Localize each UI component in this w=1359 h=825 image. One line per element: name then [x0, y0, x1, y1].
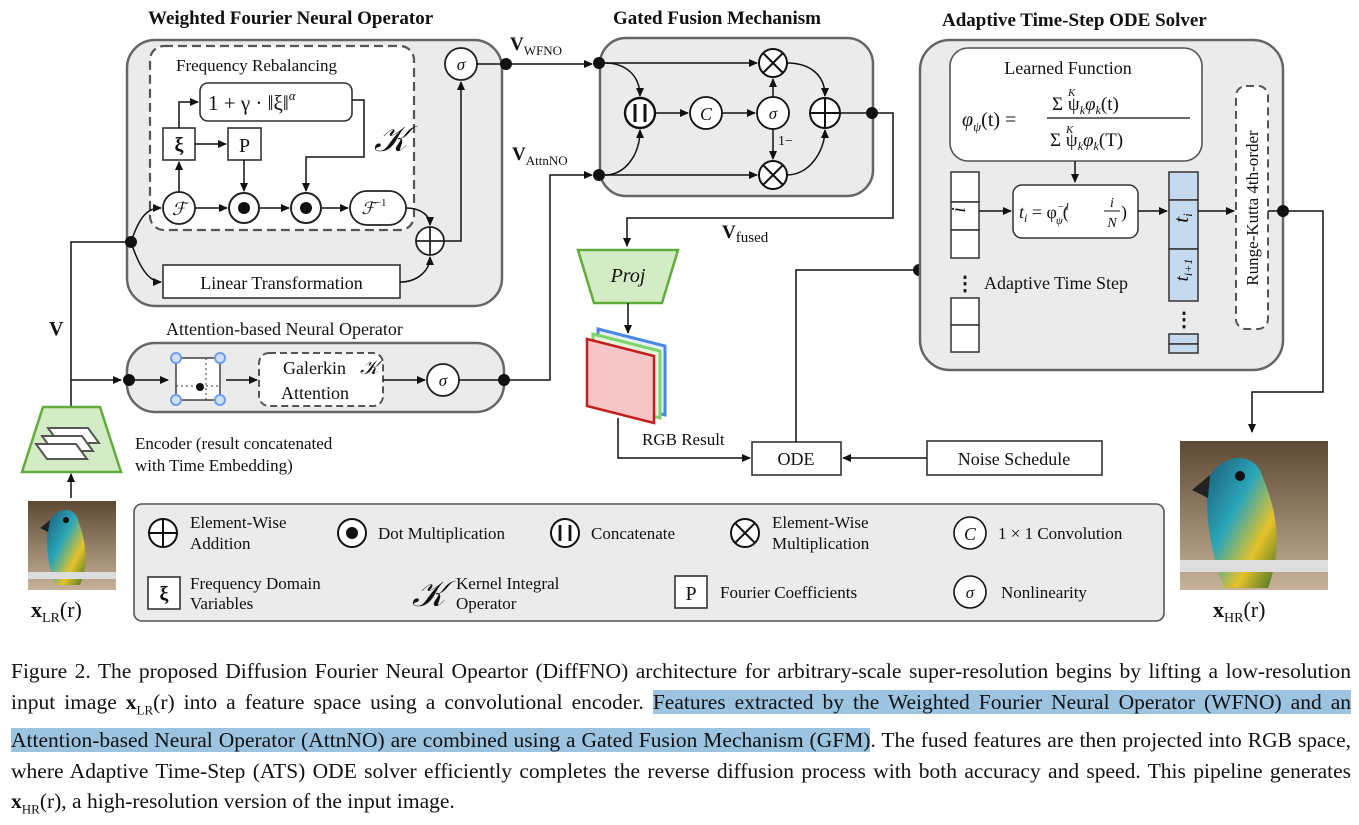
encoder-layers-icon	[34, 427, 101, 460]
xi-symbol: ξ	[175, 134, 184, 156]
p-box	[227, 127, 262, 161]
v-wfno-label: VWFNO	[510, 34, 562, 58]
linear-transformation-label: Linear Transformation	[200, 273, 362, 293]
noise-schedule-box	[926, 440, 1103, 476]
svg-text:P: P	[685, 583, 696, 605]
weight-formula: 1 + γ · ‖ξ‖α	[208, 88, 297, 115]
svg-text:Addition: Addition	[190, 534, 251, 553]
encoder-label-line1: Encoder (result concatenated	[135, 434, 333, 453]
i-column	[950, 171, 980, 353]
encoder-label-line2: with Time Embedding)	[135, 456, 293, 475]
svg-text:Element-Wise: Element-Wise	[190, 513, 287, 532]
rk4-box	[1235, 85, 1269, 330]
legend-item-sigma: σ Nonlinearity	[953, 575, 1087, 609]
svg-text:Learned Function: Learned Function	[1004, 58, 1131, 78]
concatenate-node	[623, 96, 657, 130]
gfm-title: Gated Fusion Mechanism	[613, 8, 821, 29]
svg-text:C: C	[700, 104, 713, 124]
svg-text:⋮: ⋮	[1174, 309, 1194, 331]
svg-text:Frequency Domain: Frequency Domain	[190, 574, 321, 593]
lr-input-image	[28, 501, 116, 590]
svg-text:K: K	[1065, 124, 1074, 136]
v-label: V	[49, 318, 64, 340]
svg-text:1 × 1 Convolution: 1 × 1 Convolution	[998, 524, 1123, 543]
ode-box	[751, 441, 842, 476]
svg-text:C: C	[964, 524, 977, 544]
svg-text:Kernel Integral: Kernel Integral	[456, 574, 560, 593]
svg-text:Fourier Coefficients: Fourier Coefficients	[720, 583, 857, 602]
x-hr-label: xHR(r)	[1213, 597, 1265, 626]
svg-text:Concatenate: Concatenate	[591, 524, 675, 543]
adaptive-step-label: Adaptive Time Step	[984, 273, 1128, 293]
svg-text:Noise Schedule: Noise Schedule	[958, 449, 1070, 469]
svg-text:Nonlinearity: Nonlinearity	[1001, 583, 1087, 602]
architecture-diagram: Weighted Fourier Neural Operator Gated F…	[20, 8, 1328, 626]
inverse-fourier-label: ℱ−1	[361, 197, 386, 218]
svg-text:σ: σ	[769, 104, 778, 123]
phi-numerator: Σ ψkφk(t)	[1052, 94, 1119, 117]
t-i1-cell: ti+1	[1172, 259, 1195, 282]
svg-text:Dot Multiplication: Dot Multiplication	[378, 524, 506, 543]
svg-text:ℱ: ℱ	[172, 199, 189, 219]
svg-text:σ: σ	[966, 583, 975, 602]
legend-item-concatenate: Concatenate	[550, 518, 675, 548]
phi-denominator: Σ ψkφk(T)	[1050, 130, 1123, 153]
svg-text:σ: σ	[457, 55, 466, 74]
svg-text:σ: σ	[439, 371, 448, 390]
svg-text:Multiplication: Multiplication	[772, 534, 870, 553]
svg-text:i: i	[948, 207, 970, 213]
v-attnno-label: VAttnNO	[512, 144, 568, 168]
t-i-cell: ti	[1169, 213, 1195, 223]
t-column	[1168, 171, 1199, 354]
svg-text:Proj: Proj	[610, 265, 646, 287]
svg-text:N: N	[1106, 216, 1117, 231]
svg-text:K: K	[1067, 87, 1076, 99]
galerkin-label: Galerkin	[283, 358, 346, 378]
proj-block	[576, 248, 680, 305]
svg-text:i: i	[1110, 196, 1114, 211]
rgb-result-label: RGB Result	[642, 430, 725, 449]
v-fused-label: Vfused	[722, 222, 769, 246]
figure-caption: Figure 2. The proposed Diffusion Fourier…	[11, 659, 1352, 817]
svg-text:Element-Wise: Element-Wise	[772, 513, 869, 532]
p-symbol: P	[239, 135, 250, 157]
hr-output-image	[1180, 441, 1328, 590]
attention-label: Attention	[281, 383, 349, 403]
legend-panel	[133, 503, 1165, 622]
attn-title: Attention-based Neural Operator	[166, 319, 403, 339]
freq-rebalancing-label: Frequency Rebalancing	[176, 56, 337, 75]
svg-text:Operator: Operator	[456, 594, 517, 613]
x-lr-label: xLR(r)	[31, 597, 82, 626]
svg-text:ξ: ξ	[160, 583, 169, 605]
phi-lhs: φψ(t) =	[962, 109, 1016, 134]
weight-formula-box	[199, 82, 353, 122]
legend-item-addition: Element-Wise Addition	[148, 513, 287, 553]
legend-item-dot-mult: Dot Multiplication	[337, 518, 506, 548]
legend-item-conv: C 1 × 1 Convolution	[953, 516, 1123, 550]
rgb-result-stack	[585, 327, 667, 425]
svg-text:Variables: Variables	[190, 594, 253, 613]
svg-text:ODE: ODE	[778, 449, 815, 469]
wfno-title: Weighted Fourier Neural Operator	[148, 8, 434, 29]
legend-item-p: P Fourier Coefficients	[674, 575, 857, 609]
legend-item-xi: ξ Frequency Domain Variables	[147, 574, 321, 613]
svg-text:): )	[1121, 202, 1127, 223]
linear-transformation-box	[162, 264, 401, 299]
legend-item-mult: Element-Wise Multiplication	[730, 513, 870, 553]
ats-title: Adaptive Time-Step ODE Solver	[942, 10, 1207, 31]
one-minus-label: 1−	[778, 134, 793, 149]
learned-function-box	[949, 47, 1203, 162]
attention-input-node	[175, 357, 221, 401]
svg-text:Runge-Kutta 4th-order: Runge-Kutta 4th-order	[1243, 130, 1262, 286]
svg-text:⋮: ⋮	[955, 273, 975, 295]
